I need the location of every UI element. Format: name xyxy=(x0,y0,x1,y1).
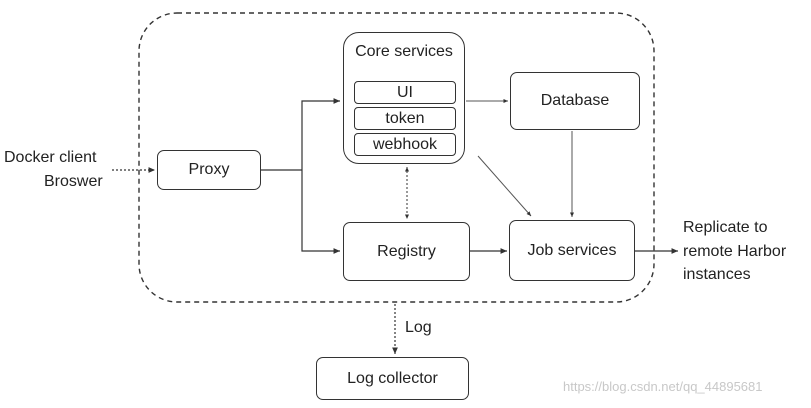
replicate-label-line1: Replicate to xyxy=(683,219,768,236)
edge-proxy-registry xyxy=(301,170,340,254)
watermark-text: https://blog.csdn.net/qq_44895681 xyxy=(563,379,763,394)
job-services-node: Job services xyxy=(509,220,635,281)
proxy-node: Proxy xyxy=(157,150,261,190)
harbor-boundary xyxy=(138,12,655,303)
registry-node: Registry xyxy=(343,222,470,281)
webhook-component: webhook xyxy=(354,133,456,156)
replicate-label-line3: instances xyxy=(683,266,751,283)
ui-component: UI xyxy=(354,81,456,104)
edge-core-jobservices xyxy=(477,155,532,217)
token-component: token xyxy=(354,107,456,130)
client-label-line2: Broswer xyxy=(44,173,103,190)
log-collector-node: Log collector xyxy=(316,357,469,400)
replicate-label-line2: remote Harbor xyxy=(683,243,787,260)
log-edge-label: Log xyxy=(405,319,432,336)
core-services-title: Core services xyxy=(355,43,453,60)
core-services-node: Core services UI token webhook xyxy=(343,32,465,164)
client-label-line1: Docker client xyxy=(4,149,97,166)
edge-proxy-core xyxy=(301,98,340,170)
database-node: Database xyxy=(510,72,640,130)
